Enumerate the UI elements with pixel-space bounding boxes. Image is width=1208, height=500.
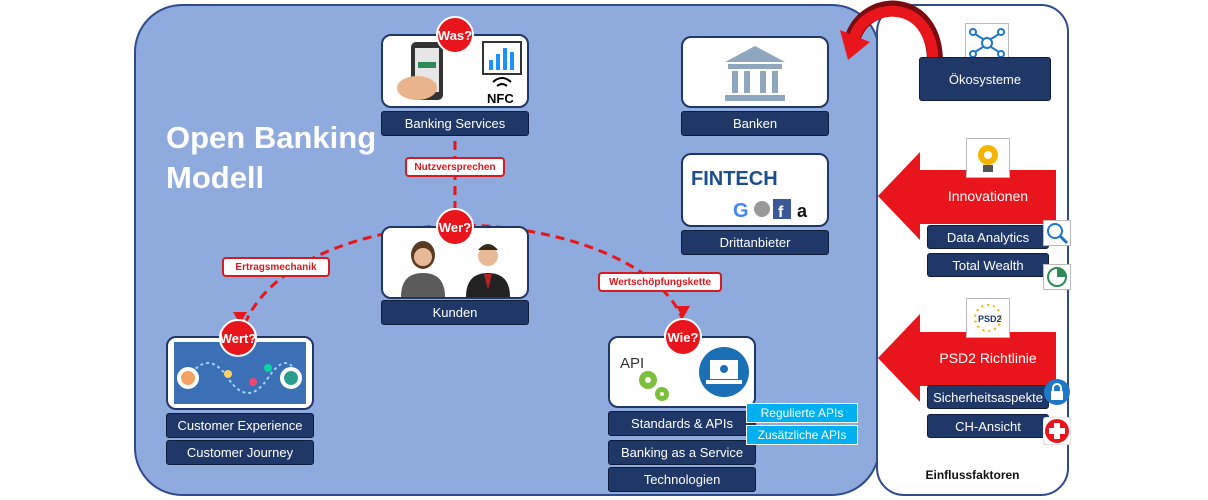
chart-icon (482, 41, 522, 75)
svg-text:f: f (778, 204, 784, 221)
total-wealth-label: Total Wealth (927, 253, 1049, 277)
zusaetzliche-apis-tag: Zusätzliche APIs (746, 425, 858, 445)
apple-logo-icon (754, 201, 770, 217)
psd2-richtlinie-label: PSD2 Richtlinie (939, 350, 1037, 366)
title-line2: Modell (166, 160, 265, 195)
innovationen-arrow (878, 152, 1056, 240)
banken-card (681, 36, 829, 108)
wert-circle: Wert? (219, 319, 257, 357)
arrow-wert-head (233, 312, 247, 324)
curved-arrow-head (840, 30, 870, 60)
curved-arrow-body (848, 5, 939, 63)
network-icon (965, 23, 1009, 63)
customer-journey-label: Customer Journey (166, 440, 314, 465)
banking-services-card: NFC (381, 34, 529, 108)
banking-services-label: Banking Services (381, 111, 529, 136)
eu-psd2-icon: PSD2 (966, 298, 1010, 338)
svg-text:PSD2: PSD2 (978, 314, 1002, 324)
kunden-label: Kunden (381, 300, 529, 325)
wer-circle: Wer? (436, 208, 474, 246)
hand-icon (397, 76, 437, 100)
customer-experience-label: Customer Experience (166, 413, 314, 438)
bank-building-icon (725, 46, 785, 101)
api-text: API (620, 355, 644, 372)
swiss-cross-icon (1043, 417, 1071, 445)
regulierte-apis-tag: Regulierte APIs (746, 403, 858, 423)
facebook-logo-icon (773, 199, 791, 219)
standards-apis-label: Standards & APIs (608, 411, 756, 436)
customer-card (166, 336, 314, 410)
lock-icon (1044, 379, 1070, 405)
innovationen-label: Innovationen (947, 188, 1029, 204)
data-analytics-label: Data Analytics (927, 225, 1049, 249)
wifi-icon (492, 77, 512, 83)
diagram-title: Open Banking Modell (166, 118, 376, 198)
banking-services-illustration: NFC (397, 41, 522, 106)
wie-circle: Wie? (664, 318, 702, 356)
banking-as-a-service-label: Banking as a Service (608, 440, 756, 465)
ch-ansicht-label: CH-Ansicht (927, 414, 1049, 438)
wertschoepfungskette-tag: Wertschöpfungskette (598, 272, 722, 292)
oekosysteme-label: Ökosysteme (919, 57, 1051, 101)
amazon-logo-icon: a (797, 201, 808, 221)
sicherheitsaspekte-label: Sicherheitsaspekte (927, 385, 1049, 409)
man-icon (478, 246, 498, 266)
google-logo-icon: G (733, 200, 749, 222)
api-illustration: API (620, 347, 749, 401)
fintech-card: FINTECH G f a (681, 153, 829, 227)
banken-label: Banken (681, 111, 829, 136)
was-circle: Was? (436, 16, 474, 54)
title-line1: Open Banking (166, 120, 377, 155)
fintech-text: FINTECH (691, 168, 778, 190)
lightbulb-gear-icon (966, 138, 1010, 178)
nutzversprechen-tag: Nutzversprechen (405, 157, 505, 177)
ertragsmechanik-tag: Ertragsmechanik (222, 257, 330, 277)
technologien-label: Technologien (608, 467, 756, 492)
arrow-wie-head (676, 306, 690, 318)
psd2-arrow (878, 314, 1056, 402)
nfc-text: NFC (487, 91, 514, 106)
kunden-illustration (401, 241, 510, 297)
drittanbieter-label: Drittanbieter (681, 230, 829, 255)
fintech-logos-illustration: FINTECH G f a (691, 168, 808, 222)
einflussfaktoren-label: Einflussfaktoren (925, 468, 1020, 482)
magnifier-analytics-icon (1043, 220, 1071, 246)
wealth-pie-icon (1043, 264, 1071, 290)
